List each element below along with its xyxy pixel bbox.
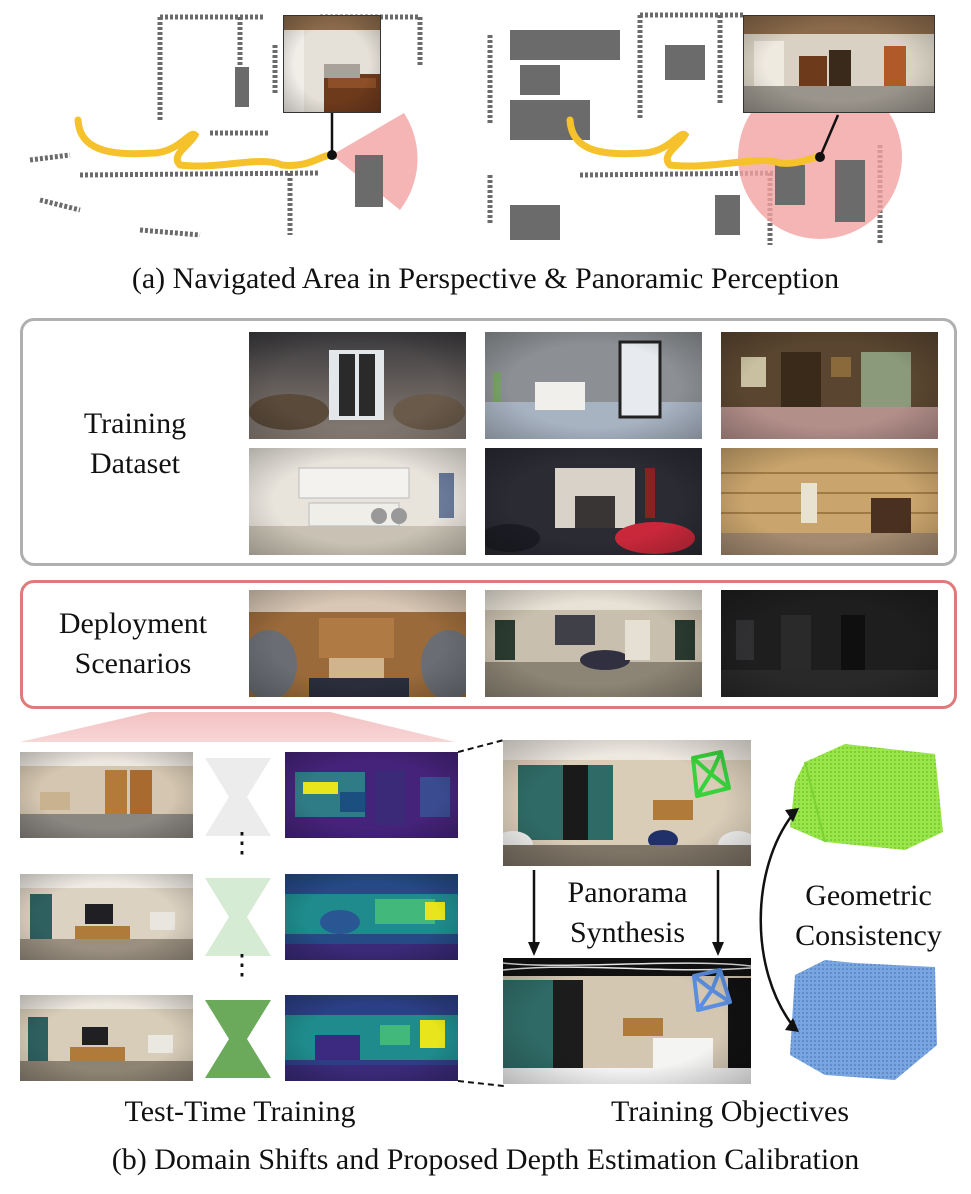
deployment-pano-1: [249, 590, 466, 697]
geometric-consistency-label: Geometric Consistency: [776, 876, 961, 956]
training-pano-1: [249, 332, 466, 439]
zoom-connector: [458, 739, 504, 1087]
deployment-pano-3: [721, 590, 938, 697]
ttt-input-pano-1: [20, 752, 193, 838]
camera-frustum-icon: [692, 968, 732, 1012]
obstacle-map: [29, 14, 423, 238]
synthesized-pano: [503, 958, 751, 1084]
trajectory-path: [74, 116, 336, 170]
vertical-ellipsis-icon: ⋮: [228, 948, 256, 981]
panorama-line1: Panorama: [567, 876, 688, 909]
deployment-box: [20, 580, 957, 709]
synthesis-arrows: [528, 870, 724, 956]
network-calibrated: [205, 1000, 271, 1078]
camera-frustum-icon: [691, 750, 731, 798]
network-adapting: [205, 878, 271, 956]
deployment-label: Deployment Scenarios: [28, 604, 238, 684]
training-pano-2: [485, 332, 702, 439]
training-dataset-line2: Dataset: [90, 447, 180, 480]
depth-map-3: [285, 995, 458, 1081]
training-dataset-label: Training Dataset: [40, 404, 230, 484]
training-pano-4: [249, 448, 466, 555]
deployment-pano-2: [485, 590, 702, 697]
deployment-line1: Deployment: [58, 607, 208, 640]
perspective-view-image: [283, 15, 381, 113]
ttt-input-pano-2: [20, 874, 193, 960]
panorama-synthesis-label: Panorama Synthesis: [545, 873, 710, 953]
training-pano-5: [485, 448, 702, 555]
training-pano-3: [721, 332, 938, 439]
panoramic-map: [487, 12, 910, 245]
geometric-line1: Geometric: [805, 879, 932, 912]
training-dataset-line1: Training: [83, 407, 187, 440]
vertical-ellipsis-icon: ⋮: [228, 826, 256, 859]
panorama-line2: Synthesis: [569, 916, 686, 949]
test-time-training-label: Test-Time Training: [124, 1095, 356, 1128]
network-frozen: [205, 758, 271, 836]
deployment-expansion-shape: [20, 712, 455, 742]
point-cloud-blue: [790, 960, 937, 1080]
panel-b-caption: (b) Domain Shifts and Proposed Depth Est…: [111, 1143, 860, 1176]
panoramic-view-image: [743, 15, 935, 113]
training-pano-6: [721, 448, 938, 555]
point-cloud-green: [790, 744, 943, 850]
ttt-input-pano-3: [20, 995, 193, 1081]
deployment-line2: Scenarios: [74, 647, 192, 680]
panel-a: (a) Navigated Area in Perspective & Pano…: [0, 0, 971, 310]
perspective-map: [29, 14, 423, 238]
depth-map-1: [285, 752, 458, 838]
panel-a-caption: (a) Navigated Area in Perspective & Pano…: [131, 262, 840, 295]
consistency-arrow: [759, 808, 799, 1032]
geometric-line2: Consistency: [795, 919, 942, 952]
source-pano: [503, 740, 751, 866]
training-dataset-box: [20, 318, 957, 566]
training-objectives-label: Training Objectives: [610, 1095, 850, 1128]
depth-map-2: [285, 874, 458, 960]
